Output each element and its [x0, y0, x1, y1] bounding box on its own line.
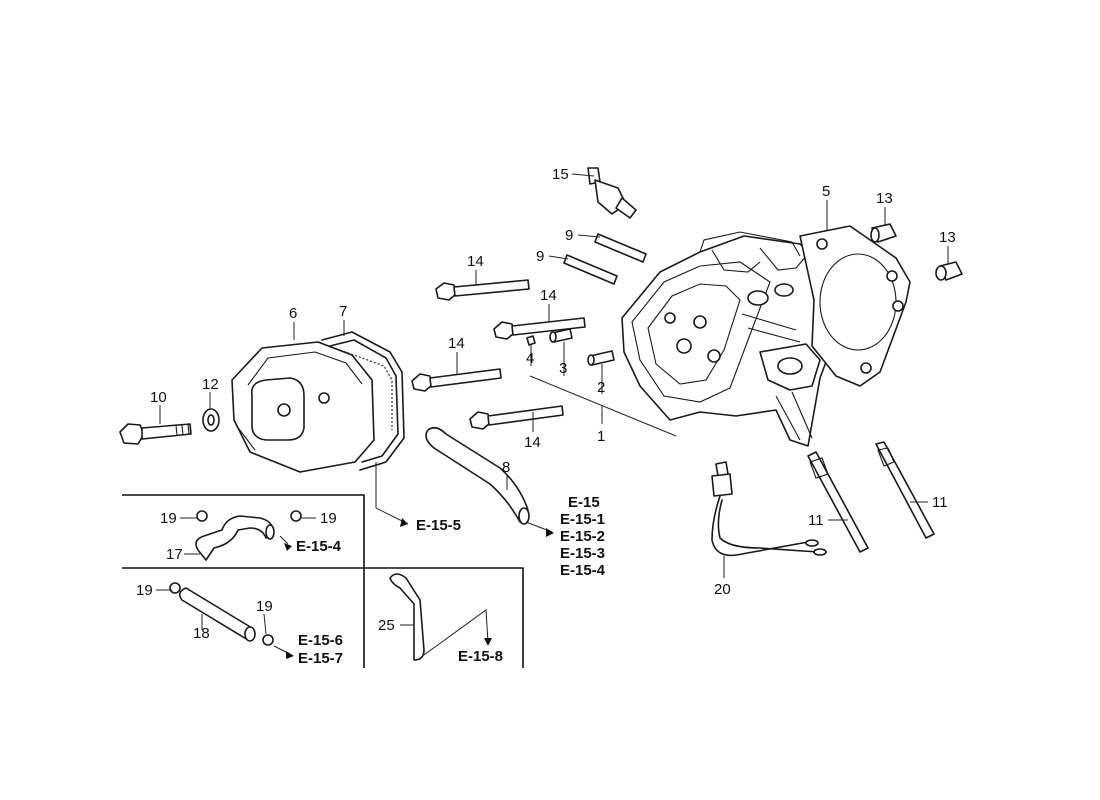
callout-5: 5 — [822, 183, 830, 200]
ref-e15-2: E-15-2 — [560, 528, 605, 545]
arrowheads — [284, 518, 554, 659]
callout-7: 7 — [339, 303, 347, 320]
valve-cover-part — [231, 341, 375, 473]
callout-14-left: 14 — [448, 335, 465, 352]
callout-1: 1 — [597, 428, 605, 445]
callout-17: 17 — [166, 546, 183, 563]
head-bolts-part — [411, 279, 586, 430]
callout-6: 6 — [289, 305, 297, 322]
callout-11-left: 11 — [808, 512, 824, 529]
reference-labels: E-15 E-15-1 E-15-2 E-15-3 E-15-4 E-15-5 … — [296, 494, 606, 667]
callout-19-c: 19 — [136, 582, 153, 599]
ref-e15-8: E-15-8 — [458, 648, 503, 665]
arrow-e15-7 — [286, 651, 294, 659]
callout-18: 18 — [193, 625, 210, 642]
cover-bolt-part — [119, 423, 192, 445]
inset-hoses-part — [169, 510, 425, 661]
callout-11-right: 11 — [932, 494, 948, 511]
ref-e15: E-15 — [568, 494, 600, 511]
callout-10: 10 — [150, 389, 167, 406]
callout-14-bottom: 14 — [524, 434, 541, 451]
arrow-e15-5 — [400, 518, 408, 527]
spark-plug-part — [587, 167, 637, 219]
callout-4: 4 — [526, 350, 534, 367]
leader-lines — [156, 173, 949, 656]
callout-9-upper: 9 — [565, 227, 573, 244]
callout-13-upper: 13 — [876, 190, 893, 207]
callout-19-b: 19 — [320, 510, 337, 527]
cylinder-head-part — [621, 231, 839, 447]
callout-12: 12 — [202, 376, 219, 393]
ref-e15-1: E-15-1 — [560, 511, 605, 528]
callout-13-lower: 13 — [939, 229, 956, 246]
callout-25: 25 — [378, 617, 395, 634]
arrow-e15-8 — [484, 638, 492, 646]
ref-e15-4-inset: E-15-4 — [296, 538, 342, 555]
callout-9-lower: 9 — [536, 248, 544, 265]
head-gasket-part — [799, 225, 911, 387]
push-rods-part — [807, 441, 935, 553]
callout-15: 15 — [552, 166, 569, 183]
callout-labels: 15 9 9 5 13 13 14 14 14 14 4 3 2 1 6 7 1… — [136, 166, 956, 642]
cover-washer-part — [202, 408, 220, 432]
arrow-e15 — [546, 528, 554, 537]
ref-e15-3: E-15-3 — [560, 545, 605, 562]
callout-20: 20 — [714, 581, 731, 598]
ref-e15-4: E-15-4 — [560, 562, 606, 579]
callout-8: 8 — [502, 459, 510, 476]
breather-hose-part — [425, 426, 530, 525]
caps-part — [870, 223, 963, 281]
dowel-pins-part — [526, 328, 615, 366]
callout-3: 3 — [559, 360, 567, 377]
callout-19-a: 19 — [160, 510, 177, 527]
oil-sensor-part — [711, 461, 827, 557]
callout-19-d: 19 — [256, 598, 273, 615]
callout-2: 2 — [597, 379, 605, 396]
cover-gasket-part — [321, 331, 405, 471]
ref-e15-7: E-15-7 — [298, 650, 343, 667]
arrow-e15-4 — [284, 543, 292, 551]
callout-14-mid: 14 — [540, 287, 557, 304]
ref-e15-5: E-15-5 — [416, 517, 461, 534]
callout-14-top: 14 — [467, 253, 484, 270]
ref-e15-6: E-15-6 — [298, 632, 343, 649]
studs-part — [563, 233, 647, 285]
inset-frames — [122, 494, 524, 668]
